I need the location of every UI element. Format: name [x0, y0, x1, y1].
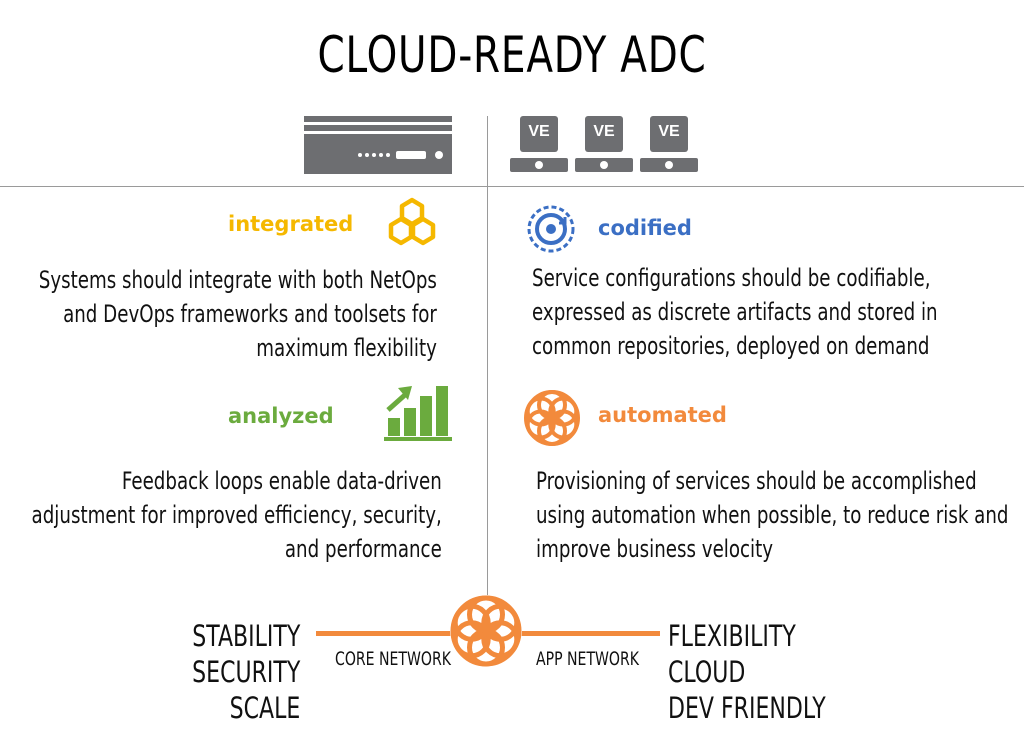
codified-heading: codified: [598, 216, 692, 240]
integrated-description: Systems should integrate with both NetOp…: [38, 266, 437, 362]
hexagon-cluster-icon: [388, 197, 436, 246]
automated-heading: automated: [598, 403, 727, 427]
integrated-heading: integrated: [228, 212, 354, 236]
analyzed-description: Feedback loops enable data-driven adjust…: [31, 467, 442, 563]
app-attributes-list: FLEXIBILITY CLOUD DEV FRIENDLY: [668, 619, 826, 725]
codified-description: Service configurations should be codifia…: [532, 264, 938, 360]
virtual-edition-icon: [640, 116, 698, 172]
ve-label: VE: [528, 123, 550, 140]
app-network-line: [516, 631, 660, 636]
core-network-label: CORE NETWORK: [335, 648, 451, 670]
core-network-line: [316, 631, 468, 636]
ve-label: VE: [658, 123, 680, 140]
flower-of-life-hub-icon: [450, 595, 522, 667]
bar-chart-growth-icon: [384, 386, 452, 441]
app-network-label: APP NETWORK: [536, 648, 639, 670]
analyzed-heading: analyzed: [228, 404, 334, 428]
virtual-edition-icon: [510, 116, 568, 172]
page-title: CLOUD-READY ADC: [317, 26, 707, 84]
hardware-appliance-icon: [304, 116, 452, 174]
automated-description: Provisioning of services should be accom…: [536, 467, 1009, 563]
horizontal-divider: [0, 186, 1024, 187]
vertical-divider: [487, 116, 488, 598]
virtual-edition-icon: [575, 116, 633, 172]
gear-target-icon: [527, 205, 575, 253]
ve-label: VE: [593, 123, 615, 140]
core-attributes-list: STABILITY SECURITY SCALE: [191, 619, 300, 725]
flower-of-life-icon: [524, 390, 580, 446]
